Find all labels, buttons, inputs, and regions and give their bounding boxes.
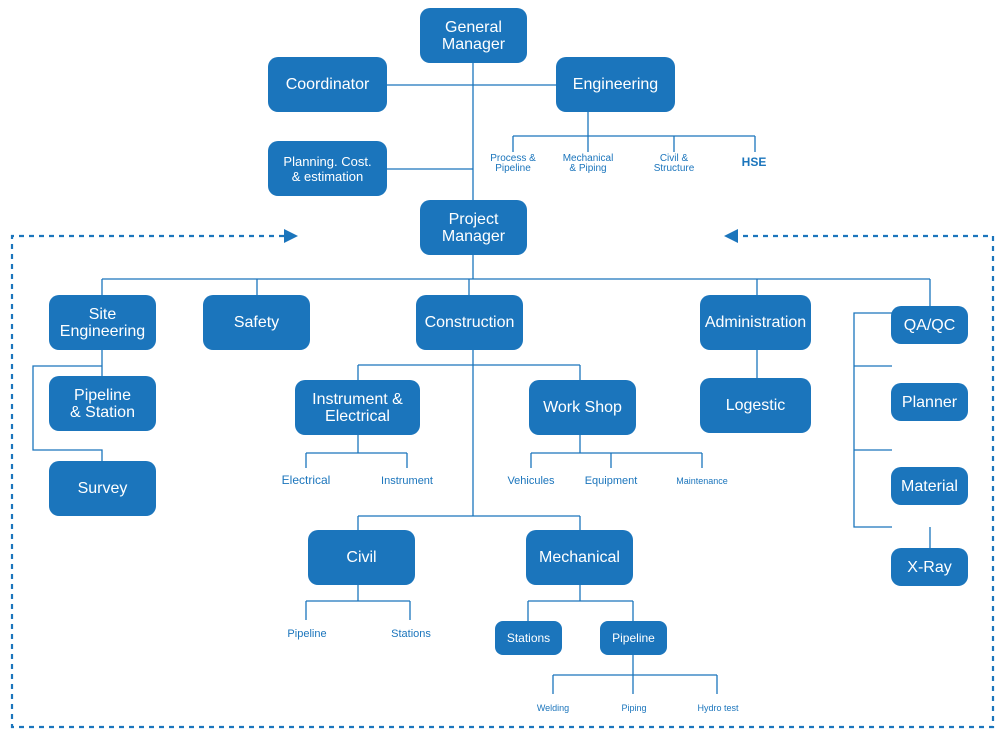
label-electrical: Electrical <box>281 473 331 487</box>
label-hse: HSE <box>741 155 767 169</box>
survey-box[interactable]: Survey <box>49 461 156 516</box>
site-engineering-box[interactable]: Site Engineering <box>49 295 156 350</box>
connector-ie-bar <box>305 452 408 468</box>
planning-box[interactable]: Planning. Cost. & estimation <box>268 141 387 196</box>
connector-qa-ticks <box>854 365 931 548</box>
connector-site-eng-bracket <box>32 365 103 461</box>
label-civil-stations: Stations <box>391 628 431 640</box>
connector-engineering-drops <box>512 136 756 152</box>
stations-mech-box[interactable]: Stations <box>495 621 562 655</box>
construction-box[interactable]: Construction <box>416 295 523 350</box>
label-vehicules: Vehicules <box>507 475 555 487</box>
planner-box[interactable]: Planner <box>891 383 968 421</box>
pipeline-mech-box[interactable]: Pipeline <box>600 621 667 655</box>
connector-construction-drops <box>357 365 581 380</box>
instrument-electrical-box[interactable]: Instrument & Electrical <box>295 380 420 435</box>
label-piping: Piping <box>621 703 647 713</box>
civil-box[interactable]: Civil <box>308 530 415 585</box>
project-manager-box[interactable]: Project Manager <box>420 200 527 255</box>
safety-box[interactable]: Safety <box>203 295 310 350</box>
label-civil-pipeline: Pipeline <box>287 628 327 640</box>
connector-lines <box>32 62 931 694</box>
engineering-box[interactable]: Engineering <box>556 57 675 112</box>
boundary-left <box>10 234 995 729</box>
administration-box[interactable]: Administration <box>700 295 811 350</box>
coordinator-box[interactable]: Coordinator <box>268 57 387 112</box>
connector-mechanical-bar <box>527 600 634 622</box>
pipeline-station-box[interactable]: Pipeline & Station <box>49 376 156 431</box>
material-box[interactable]: Material <box>891 467 968 505</box>
logestic-box[interactable]: Logestic <box>700 378 811 433</box>
qa-qc-box[interactable]: QA/QC <box>891 306 968 344</box>
connector-dept-drops <box>101 279 931 306</box>
label-civil-structure: Civil & Structure <box>653 153 695 174</box>
general-manager-box[interactable]: General Manager <box>420 8 527 63</box>
connector-qa-bracket <box>853 312 892 528</box>
label-mechanical-piping: Mechanical & Piping <box>562 153 614 174</box>
label-equipment: Equipment <box>584 475 638 487</box>
mechanical-box[interactable]: Mechanical <box>526 530 633 585</box>
project-boundary <box>10 234 995 729</box>
label-hydro-test: Hydro test <box>697 703 739 713</box>
work-shop-box[interactable]: Work Shop <box>529 380 636 435</box>
label-welding: Welding <box>536 703 570 713</box>
arrow-left-icon <box>724 229 738 243</box>
connector-workshop-bar <box>530 452 703 468</box>
label-process-pipeline: Process & Pipeline <box>490 153 536 174</box>
connector-construction-bottom-bar <box>357 515 581 530</box>
arrow-right-icon <box>284 229 298 243</box>
label-instrument: Instrument <box>381 475 433 487</box>
connector-civil-bar <box>305 600 411 620</box>
label-maintenance: Maintenance <box>676 476 728 486</box>
x-ray-box[interactable]: X-Ray <box>891 548 968 586</box>
connector-pipeline-bar <box>552 674 718 694</box>
